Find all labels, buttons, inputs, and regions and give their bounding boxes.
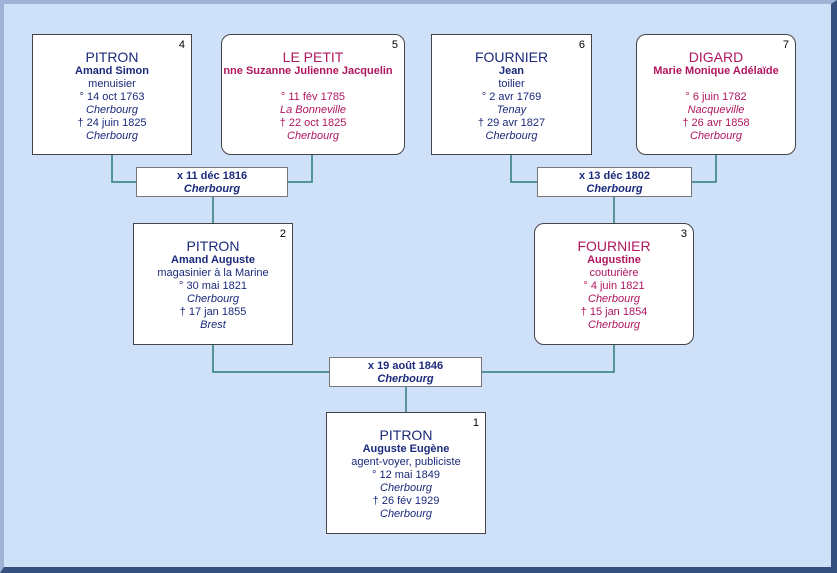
birth-place: La Bonneville — [279, 104, 347, 116]
death-date: † 26 fév 1929 — [372, 495, 440, 507]
given-names: Amand Simon — [75, 65, 149, 77]
death-date: † 24 juin 1825 — [77, 117, 147, 129]
death-place: Cherbourg — [690, 130, 742, 142]
occupation: toilier — [498, 78, 525, 90]
surname: PITRON — [186, 238, 240, 254]
occupation: menuisier — [88, 78, 136, 90]
birth-place: Cherbourg — [187, 293, 239, 305]
birth-date: ° 4 juin 1821 — [583, 280, 645, 292]
given-names: Marie Monique Adélaïde — [653, 65, 779, 77]
occupation — [637, 78, 795, 91]
marriage-date: x 11 déc 1816 — [176, 170, 248, 182]
death-place: Cherbourg — [287, 130, 339, 142]
death-place: Brest — [200, 319, 226, 331]
sosa-number: 5 — [391, 39, 398, 51]
occupation — [222, 78, 404, 91]
marriage-2-3[interactable]: x 19 août 1846 Cherbourg — [329, 357, 482, 387]
occupation: couturière — [589, 267, 639, 279]
birth-date: ° 12 mai 1849 — [372, 469, 440, 481]
surname: PITRON — [85, 49, 139, 65]
sosa-number: 3 — [680, 228, 687, 240]
birth-place: Cherbourg — [588, 293, 640, 305]
person-card-5[interactable]: 5 LE PETIT nne Suzanne Julienne Jacqueli… — [221, 34, 405, 155]
death-date: † 15 jan 1854 — [580, 306, 648, 318]
sosa-number: 6 — [578, 39, 585, 51]
surname: DIGARD — [688, 49, 744, 65]
birth-date: ° 11 fév 1785 — [280, 91, 346, 103]
marriage-place: Cherbourg — [377, 373, 434, 385]
birth-date: ° 30 mai 1821 — [179, 280, 247, 292]
sosa-number: 4 — [178, 39, 185, 51]
death-date: † 26 avr 1858 — [682, 117, 750, 129]
given-names: Augustine — [587, 254, 641, 266]
sosa-number: 1 — [472, 417, 479, 429]
given-names: nne Suzanne Julienne Jacquelin — [223, 65, 393, 77]
sosa-number: 7 — [782, 39, 789, 51]
occupation: agent-voyer, publiciste — [351, 456, 461, 468]
given-names: Jean — [498, 65, 525, 77]
surname: PITRON — [379, 427, 433, 443]
surname: LE PETIT — [282, 49, 344, 65]
surname: FOURNIER — [577, 238, 651, 254]
person-card-1[interactable]: 1 PITRON Auguste Eugène agent-voyer, pub… — [326, 412, 486, 534]
birth-place: Tenay — [496, 104, 527, 116]
person-card-6[interactable]: 6 FOURNIER Jean toilier ° 2 avr 1769 Ten… — [431, 34, 592, 155]
birth-date: ° 2 avr 1769 — [481, 91, 542, 103]
person-card-3[interactable]: 3 FOURNIER Augustine couturière ° 4 juin… — [534, 223, 694, 345]
birth-date: ° 6 juin 1782 — [685, 91, 747, 103]
birth-date: ° 14 oct 1763 — [79, 91, 145, 103]
person-card-7[interactable]: 7 DIGARD Marie Monique Adélaïde ° 6 juin… — [636, 34, 796, 155]
death-place: Cherbourg — [588, 319, 640, 331]
birth-place: Cherbourg — [380, 482, 432, 494]
marriage-6-7[interactable]: x 13 déc 1802 Cherbourg — [537, 167, 692, 197]
occupation: magasinier à la Marine — [157, 267, 269, 279]
marriage-place: Cherbourg — [183, 183, 241, 195]
marriage-4-5[interactable]: x 11 déc 1816 Cherbourg — [136, 167, 288, 197]
marriage-place: Cherbourg — [586, 183, 643, 195]
death-place: Cherbourg — [485, 130, 538, 142]
death-date: † 17 jan 1855 — [179, 306, 247, 318]
surname: FOURNIER — [474, 49, 549, 65]
birth-place: Nacqueville — [687, 104, 745, 116]
person-card-2[interactable]: 2 PITRON Amand Auguste magasinier à la M… — [133, 223, 293, 345]
person-card-4[interactable]: 4 PITRON Amand Simon menuisier ° 14 oct … — [32, 34, 192, 155]
given-names: Amand Auguste — [171, 254, 255, 266]
marriage-date: x 19 août 1846 — [367, 360, 444, 372]
marriage-date: x 13 déc 1802 — [579, 170, 650, 182]
death-place: Cherbourg — [86, 130, 138, 142]
sosa-number: 2 — [279, 228, 286, 240]
death-date: † 22 oct 1825 — [279, 117, 347, 129]
death-place: Cherbourg — [380, 508, 432, 520]
given-names: Auguste Eugène — [362, 443, 450, 455]
birth-place: Cherbourg — [86, 104, 138, 116]
death-date: † 29 avr 1827 — [477, 117, 546, 129]
